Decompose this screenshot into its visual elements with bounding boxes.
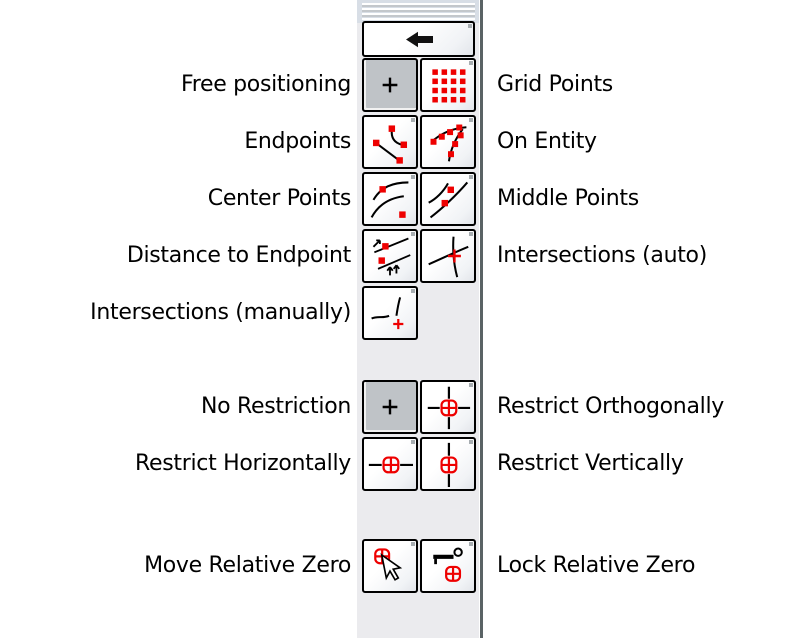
row-intersect-manual: Intersections (manually)	[0, 286, 796, 340]
label-free-positioning: Free positioning	[180, 72, 351, 97]
no-restriction-button[interactable]	[362, 380, 418, 434]
label-grid-points: Grid Points	[497, 72, 613, 97]
row-distance-intersect: Distance to Endpoint	[0, 229, 796, 283]
snap-intersections-auto-button[interactable]	[420, 229, 476, 283]
label-intersections-auto: Intersections (auto)	[497, 243, 708, 268]
snap-endpoints-icon	[366, 119, 414, 165]
snap-middle-points-icon	[424, 176, 472, 222]
row-free-grid: Free positioning Grid Points	[0, 58, 796, 112]
snap-center-points-button[interactable]	[362, 172, 418, 226]
snap-distance-to-endpoint-icon	[366, 233, 414, 279]
restrict-orthogonally-icon	[424, 384, 472, 430]
restrict-orthogonally-button[interactable]	[420, 380, 476, 434]
label-distance-to-endpoint: Distance to Endpoint	[126, 243, 351, 268]
move-relative-zero-button[interactable]	[362, 539, 418, 593]
row-relative-zero: Move Relative Zero	[0, 539, 796, 593]
label-restrict-vertically: Restrict Vertically	[497, 451, 684, 476]
label-endpoints: Endpoints	[244, 129, 351, 154]
label-restrict-horizontally: Restrict Horizontally	[135, 451, 351, 476]
row-restrict-none-ortho: No Restriction Restrict Orthogonally	[0, 380, 796, 434]
snap-distance-to-endpoint-button[interactable]	[362, 229, 418, 283]
snap-middle-points-button[interactable]	[420, 172, 476, 226]
row-restrict-h-v: Restrict Horizontally	[0, 437, 796, 491]
snap-intersections-auto-icon	[424, 233, 472, 279]
snap-on-entity-button[interactable]	[420, 115, 476, 169]
grid-points-button[interactable]	[420, 58, 476, 112]
snap-center-points-icon	[366, 176, 414, 222]
label-on-entity: On Entity	[497, 129, 597, 154]
toolbar-grip-handle[interactable]	[362, 3, 475, 20]
grid-points-icon	[424, 62, 472, 108]
back-button[interactable]	[362, 21, 475, 57]
label-move-relative-zero: Move Relative Zero	[144, 553, 351, 578]
snap-on-entity-icon	[424, 119, 472, 165]
label-center-points: Center Points	[207, 186, 352, 211]
snap-intersections-manual-icon	[366, 290, 414, 336]
label-no-restriction: No Restriction	[200, 394, 351, 419]
restrict-horizontally-button[interactable]	[362, 437, 418, 491]
row-center-middle: Center Points	[0, 172, 796, 226]
restrict-vertically-button[interactable]	[420, 437, 476, 491]
toolbar-edge-separator	[480, 0, 483, 638]
restrict-vertically-icon	[424, 441, 472, 487]
free-positioning-button[interactable]	[362, 58, 418, 112]
snap-intersections-manual-button[interactable]	[362, 286, 418, 340]
label-intersections-manually: Intersections (manually)	[90, 300, 351, 325]
label-lock-relative-zero: Lock Relative Zero	[497, 553, 696, 578]
free-positioning-icon	[366, 62, 414, 108]
restrict-horizontally-icon	[366, 441, 414, 487]
back-arrow-icon	[404, 31, 434, 48]
label-middle-points: Middle Points	[497, 186, 639, 211]
row-endpoints-onentity: Endpoints	[0, 115, 796, 169]
move-relative-zero-icon	[366, 543, 414, 589]
lock-relative-zero-icon	[424, 543, 472, 589]
label-restrict-orthogonally: Restrict Orthogonally	[497, 394, 724, 419]
no-restriction-icon	[366, 384, 414, 430]
lock-relative-zero-button[interactable]	[420, 539, 476, 593]
snap-endpoints-button[interactable]	[362, 115, 418, 169]
